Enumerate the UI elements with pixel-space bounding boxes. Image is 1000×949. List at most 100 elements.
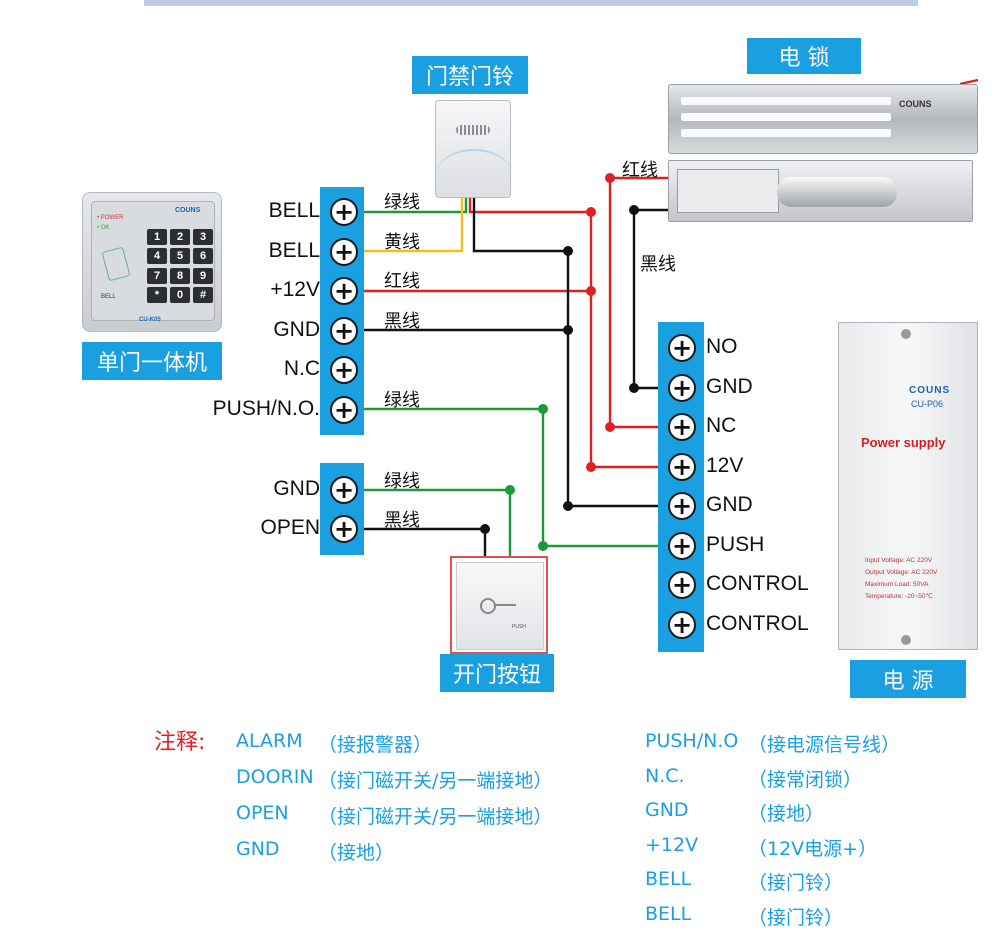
wire-label-btn-gnd: 绿线 <box>384 471 420 492</box>
reader-terminal-screw: + <box>330 277 358 305</box>
wire-bell-black <box>472 198 568 253</box>
wire-junction <box>605 173 615 183</box>
keypad-key: 8 <box>170 267 190 284</box>
right-note-term: BELL <box>645 902 692 925</box>
keypad-key: # <box>193 286 213 303</box>
psu-spec-line: Input Voltage: AC 220V <box>865 557 933 564</box>
keypad-key: 0 <box>170 286 190 303</box>
wire-bell-red <box>468 198 591 214</box>
reader-power-led: • POWER <box>97 215 124 221</box>
wire-lock-red <box>608 176 668 429</box>
wire-label-12v: 红线 <box>384 271 420 292</box>
wire-label-push: 绿线 <box>384 390 420 411</box>
right-note-desc: （12V电源+） <box>748 837 878 860</box>
power-terminal-label: CONTROL <box>706 611 809 635</box>
reader-brand: COUNS <box>175 207 201 214</box>
power-terminal-screw: + <box>668 571 696 599</box>
wire-bell-yellow <box>364 198 464 253</box>
exit-button-label: 开门按钮 <box>440 654 554 692</box>
wire-maglock-lead <box>959 78 979 86</box>
wire-junction <box>563 501 573 511</box>
key-icon <box>480 598 496 614</box>
psu-spec-list: Input Voltage: AC 220V Output Voltage: AC… <box>865 555 937 603</box>
electric-bolt-lock-device <box>668 160 973 222</box>
left-note-term: DOORIN <box>236 766 314 788</box>
wire-junction <box>480 524 490 534</box>
right-note-desc: （接门铃） <box>748 906 844 929</box>
wire-junction <box>538 404 548 414</box>
power-terminal-label: PUSH <box>706 532 765 556</box>
keypad-key: 3 <box>193 229 213 245</box>
keypad-key: * <box>147 286 167 303</box>
left-note-term: GND <box>236 838 280 860</box>
psu-spec-line: Temperature: -20~50℃ <box>865 593 933 600</box>
reader-bell-label: BELL <box>101 294 116 300</box>
power-terminal-screw: + <box>668 452 696 481</box>
power-terminal-screw: + <box>668 413 696 441</box>
speaker-grille-icon <box>456 125 490 135</box>
left-note-desc: （接门磁开关/另一端接地） <box>318 770 553 792</box>
right-note-term: N.C. <box>645 764 685 787</box>
wire-junction <box>538 541 548 551</box>
exit-button-device: PUSH <box>450 556 548 654</box>
screw-bottom-icon <box>901 635 911 645</box>
psu-title: Power supply <box>861 435 946 450</box>
doorbell-device <box>435 100 512 198</box>
reader-model: CU-K05 <box>139 317 161 323</box>
reader-terminal-label: BELL <box>268 238 320 262</box>
keypad-key: 2 <box>170 229 190 245</box>
reader-terminal-label: BELL <box>268 199 320 222</box>
right-note-term: GND <box>645 799 689 821</box>
reader-terminal-screw: + <box>330 356 358 384</box>
button-push-text: PUSH <box>512 624 526 630</box>
wire-junction <box>605 422 615 432</box>
power-terminal-label: NC <box>706 414 737 437</box>
doorbell-label: 门禁门铃 <box>412 56 528 94</box>
lock-brand: COUNS <box>899 99 932 109</box>
power-terminal-screw: + <box>668 531 696 560</box>
power-terminal-screw: + <box>668 492 696 520</box>
keypad-key: 9 <box>193 267 213 284</box>
top-divider <box>144 0 918 6</box>
button-terminal-screw: + <box>330 515 358 543</box>
wire-label-bell1: 绿线 <box>384 192 420 213</box>
right-note-term: PUSH/N.O <box>645 730 739 752</box>
wire-button-open <box>364 527 487 556</box>
button-terminal-screw: + <box>330 476 358 504</box>
screw-top-icon <box>901 329 911 339</box>
reader-terminal-label: PUSH/N.O. <box>212 396 320 420</box>
right-note-term: BELL <box>645 868 692 890</box>
wire-label-lock-red: 红线 <box>622 160 658 181</box>
wire-label-btn-open: 黑线 <box>384 510 420 531</box>
button-terminal-label: OPEN <box>260 516 320 539</box>
left-note-desc: （接门磁开关/另一端接地） <box>318 806 553 828</box>
left-note-term: ALARM <box>236 730 303 752</box>
reader-terminal-screw: + <box>330 237 358 266</box>
keypad-key: 7 <box>147 267 167 284</box>
magnetic-lock-device: COUNS <box>668 84 978 154</box>
reader-terminal-screw: + <box>330 198 358 226</box>
power-terminal-label: CONTROL <box>706 572 809 595</box>
wire-junction <box>629 205 639 215</box>
wire-label-lock-black: 黑线 <box>640 254 676 275</box>
power-terminal-screw: + <box>668 373 696 402</box>
button-terminal-label: GND <box>273 477 320 500</box>
wire-junction <box>629 383 639 393</box>
power-terminal-label: 12V <box>706 453 744 477</box>
reader-terminal-label: GND <box>273 317 320 341</box>
lock-label: 电 锁 <box>747 38 861 74</box>
power-terminal-screw: + <box>668 334 696 362</box>
reader-label: 单门一体机 <box>82 342 222 380</box>
left-note-desc: （接报警器） <box>318 734 433 756</box>
wire-push <box>364 407 668 548</box>
right-note-desc: （接门铃） <box>748 872 844 894</box>
reader-ok-led: • OK <box>97 225 110 231</box>
right-note-desc: （接地） <box>748 803 825 825</box>
power-terminal-label: NO <box>706 335 738 358</box>
reader-terminal-block <box>320 187 364 435</box>
psu-spec-line: Output Voltage: AC 220V <box>865 569 938 576</box>
keypad-key: 4 <box>147 248 167 265</box>
